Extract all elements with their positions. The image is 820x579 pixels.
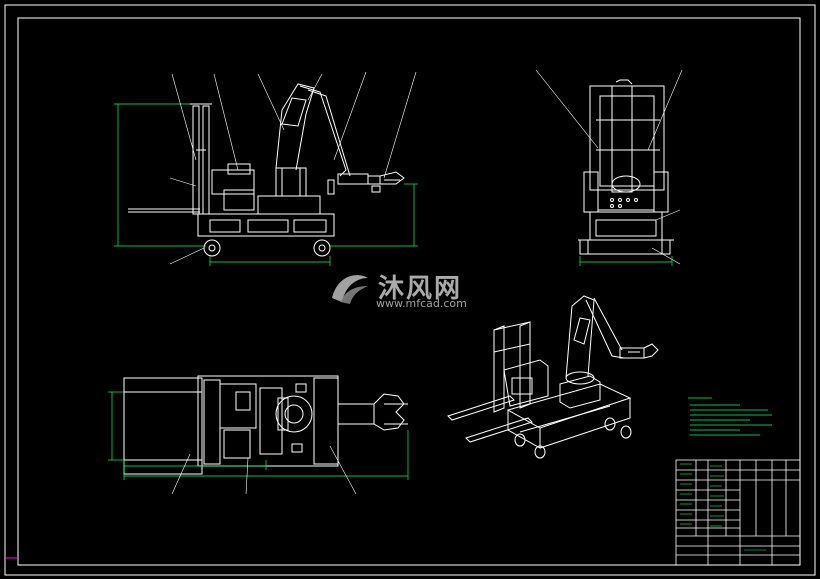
watermark-url: www.mfcad.com — [376, 297, 467, 310]
end-view-dimensions — [579, 256, 673, 266]
end-view-leaders — [535, 69, 683, 265]
mfcad-logo-icon — [332, 275, 368, 304]
top-view-dimensions — [108, 391, 409, 480]
outer-border — [4, 4, 816, 576]
top-view — [123, 375, 408, 475]
side-view-leaders — [169, 71, 417, 265]
technical-notes — [688, 397, 772, 436]
side-view — [128, 83, 405, 257]
watermark-brand: 沐风网 — [378, 274, 463, 304]
end-view — [578, 79, 674, 255]
isometric-view — [447, 295, 659, 459]
title-block — [675, 459, 801, 566]
side-view-dimensions — [114, 103, 418, 266]
top-view-leaders — [171, 445, 357, 495]
title-block-fill — [680, 463, 766, 551]
inner-border — [17, 17, 801, 566]
